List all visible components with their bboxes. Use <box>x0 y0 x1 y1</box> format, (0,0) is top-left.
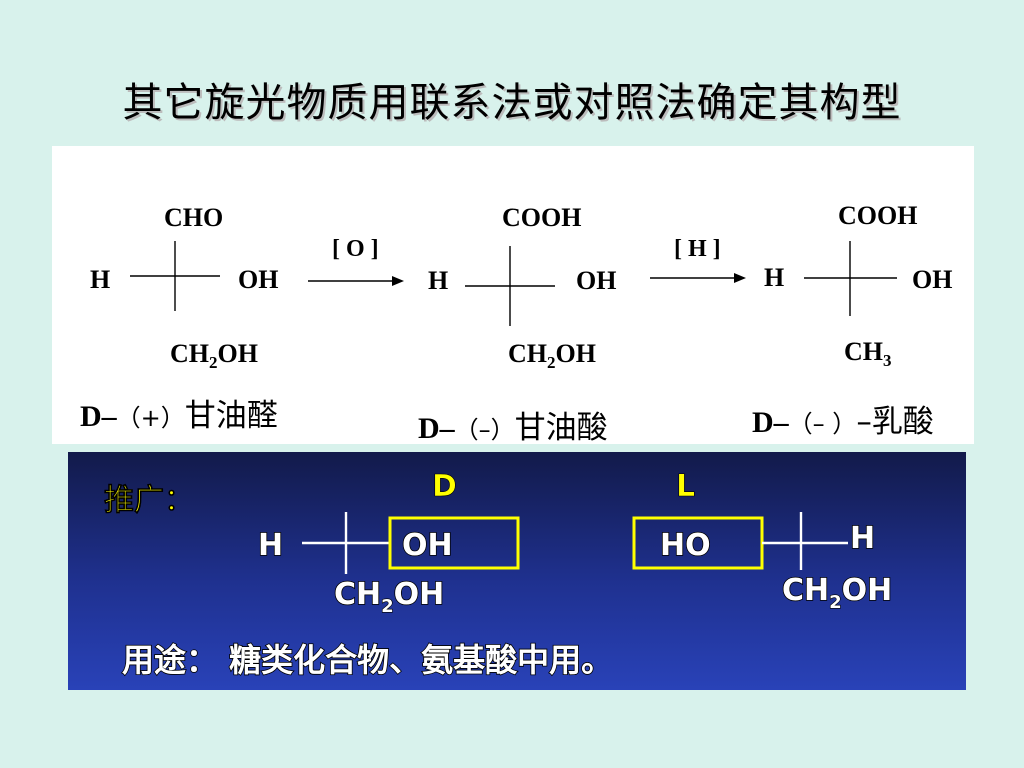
d-letter: D <box>432 469 457 504</box>
arrow-label-oxidation: [ O ] <box>332 236 379 262</box>
group-bottom: CH2OH <box>170 339 258 372</box>
usage-text: 用途： 糖类化合物、氨基酸中用。 <box>122 641 613 679</box>
group-bottom: CH2OH <box>508 339 596 372</box>
group-top: CHO <box>164 203 223 232</box>
group-right: OH <box>576 266 616 295</box>
group-right: OH <box>238 265 278 294</box>
compound-name: D–（–）甘油酸 <box>418 410 608 444</box>
arrow-head <box>392 276 404 286</box>
arrow-label-reduction: [ H ] <box>674 236 721 262</box>
compound-name: D–（+）甘油醛 <box>80 398 278 434</box>
l-group-boxed: HO <box>660 528 711 563</box>
generalization-label: 推广： <box>104 483 194 518</box>
group-bottom: CH3 <box>844 337 892 370</box>
l-letter: L <box>676 469 695 504</box>
group-top: COOH <box>838 201 917 230</box>
d-group-left: H <box>258 528 283 563</box>
reaction-scheme-svg: CHO H OH CH2OH D–（+）甘油醛 [ O ] COOH H OH … <box>80 201 952 446</box>
generalization-svg: 推广： D H OH CH2OH L HO H CH2OH 用途： 糖类化合物、… <box>104 469 893 680</box>
generalization-panel: 推广： D H OH CH2OH L HO H CH2OH 用途： 糖类化合物、… <box>68 452 966 690</box>
molecule-lactic-acid: COOH H OH CH3 D–（– ）–乳酸 <box>752 201 952 440</box>
group-left: H <box>764 263 784 292</box>
molecule-glyceric-acid: COOH H OH CH2OH D–（–）甘油酸 <box>418 203 616 446</box>
molecule-glyceraldehyde: CHO H OH CH2OH D–（+）甘油醛 <box>80 203 278 434</box>
group-left: H <box>428 266 448 295</box>
l-group-bottom: CH2OH <box>782 573 892 613</box>
group-top: COOH <box>502 203 581 232</box>
compound-name: D–（– ）–乳酸 <box>752 404 934 440</box>
group-left: H <box>90 265 110 294</box>
reaction-scheme-panel: CHO H OH CH2OH D–（+）甘油醛 [ O ] COOH H OH … <box>52 146 974 446</box>
group-right: OH <box>912 265 952 294</box>
highlight-box-oh <box>388 516 520 570</box>
slide-title: 其它旋光物质用联系法或对照法确定其构型 <box>122 80 902 126</box>
arrow-oxidation: [ O ] <box>308 236 404 286</box>
l-configuration: L HO H CH2OH <box>632 469 893 614</box>
d-configuration: D H OH CH2OH <box>257 469 520 618</box>
l-group-right: H <box>850 521 875 556</box>
arrow-head <box>734 273 746 283</box>
arrow-reduction: [ H ] <box>650 236 746 283</box>
d-group-boxed: OH <box>402 528 453 563</box>
d-group-bottom: CH2OH <box>334 577 444 617</box>
